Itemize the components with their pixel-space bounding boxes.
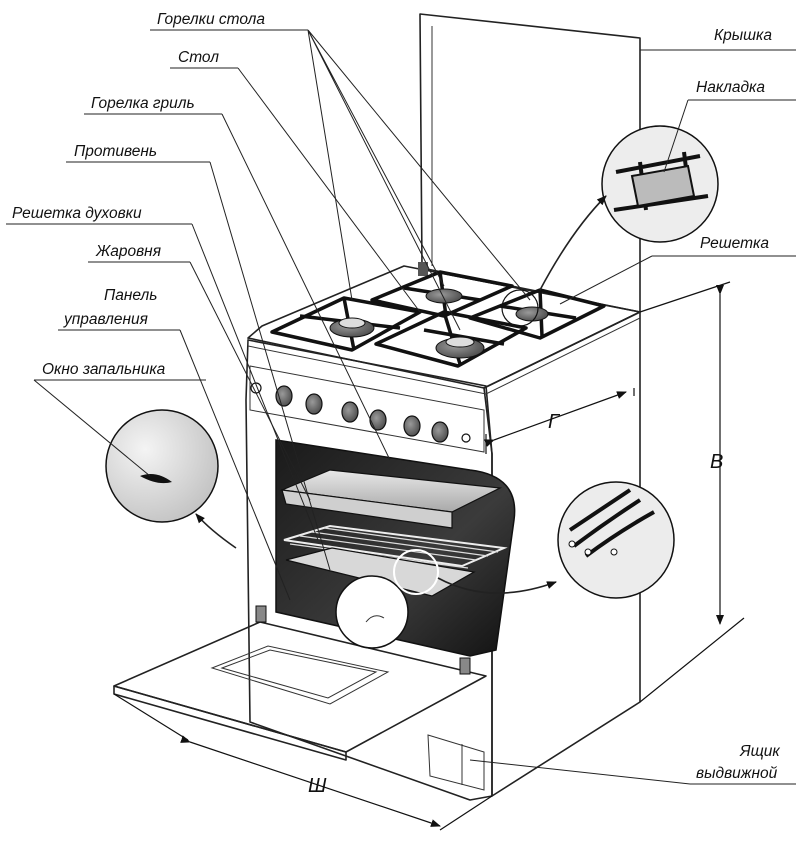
label-grill-burner: Горелка гриль: [91, 95, 195, 112]
label-roasting-pan: Жаровня: [95, 243, 161, 260]
label-lid: Крышка: [714, 27, 772, 44]
label-burners: Горелки стола: [157, 11, 265, 28]
control-knobs: [250, 382, 471, 443]
ignition-window-callout: [105, 409, 409, 649]
label-drawer-1: Ящик: [739, 743, 780, 760]
dimension-width: Ш: [308, 775, 327, 797]
dimension-height: В: [710, 451, 723, 473]
dimension-lines: [113, 281, 745, 831]
label-baking-tray: Противень: [74, 143, 157, 160]
oven-door: [113, 605, 487, 761]
label-drawer-2: выдвижной: [696, 765, 778, 782]
oven-cavity: [275, 439, 516, 657]
drawer: [427, 734, 485, 791]
rack-callout: [393, 481, 675, 599]
burners: [329, 288, 549, 359]
label-ignition-window: Окно запальника: [42, 361, 166, 378]
label-table: Стол: [178, 49, 219, 66]
cap-callout: [501, 125, 719, 327]
dimension-depth: Г: [548, 411, 561, 433]
label-grate: Решетка: [700, 235, 769, 252]
cooktop: [247, 265, 641, 389]
label-cap: Накладка: [696, 79, 765, 96]
label-oven-rack: Решетка духовки: [12, 205, 142, 222]
label-control-panel-2: управления: [63, 311, 148, 328]
label-control-panel-1: Панель: [104, 287, 157, 304]
control-panel: [249, 365, 485, 453]
